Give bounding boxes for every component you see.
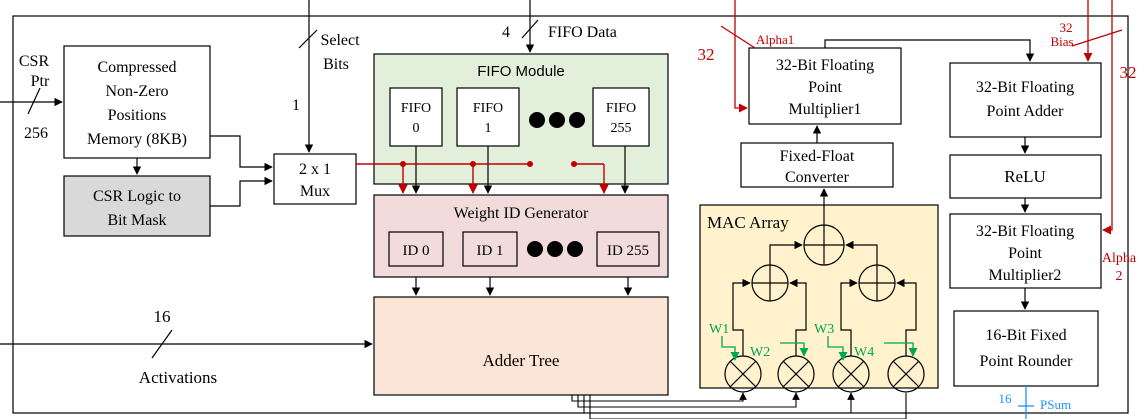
bias-width-label: 32 [1120,63,1137,82]
fixed-float-converter: Fixed-Float Converter [740,142,894,188]
id-ellipsis-dots [527,241,583,257]
alpha1-label: Alpha1 [756,32,794,47]
fp-adder-line1: 32-Bit Floating [976,79,1074,96]
select-bits-label-line1: Select [320,32,360,49]
mux-output-bus [356,161,609,194]
activations-label: Activations [139,368,217,387]
csr-width-label: 256 [24,125,48,142]
weight-w3-label: W3 [814,322,834,337]
fifo-255-label: FIFO [606,101,636,116]
weight-id-generator: Weight ID Generator ID 0 ID 1 ID 255 [373,194,669,278]
outer-border [12,15,1129,414]
top-adder-icon [803,224,845,266]
alpha2-label-line2: 2 [1116,269,1123,284]
memory-to-mux-arrow [210,135,273,172]
fifo-ellipsis-dots [529,112,585,128]
weight-id-generator-title: Weight ID Generator [454,205,589,222]
select-bits-input: Select Bits 1 [292,0,360,153]
csr-logic-line2: Bit Mask [107,212,166,229]
csr-logic-line1: CSR Logic to [93,188,181,205]
fp-multiplier2-line1: 32-Bit Floating [976,223,1074,240]
fixed-float-line1: Fixed-Float [780,148,855,165]
fifo-module-title: FIFO Module [477,63,565,80]
id-0: ID 0 [388,231,444,267]
psum-output: 16 PSum [999,386,1071,419]
fp-multiplier1-line3: Multiplier1 [789,101,862,118]
select-bits-label-line2: Bits [323,56,349,73]
logic-to-mux-arrow [210,176,273,207]
fifo-1-label: FIFO [473,101,503,116]
csr-memory-line2: Non-Zero [105,83,168,100]
fifo-1: FIFO 1 [456,87,520,147]
activations-width-label: 16 [154,307,171,326]
fp-adder: 32-Bit Floating Point Adder [949,62,1102,138]
select-width-label: 1 [292,97,300,114]
fp-multiplier1-line1: 32-Bit Floating [776,57,874,74]
csr-memory-line4: Memory (8KB) [87,131,187,148]
fp-adder-line2: Point Adder [987,103,1065,120]
csr-ptr-label-line1: CSR [19,53,50,70]
psum-label: PSum [1040,397,1071,412]
activations-input: 16 Activations [0,307,373,387]
weight-w2-label: W2 [750,345,770,360]
fifo-0: FIFO 0 [389,87,443,147]
fp-multiplier1-line2: Point [808,79,842,96]
rounder-line2: Point Rounder [980,353,1074,370]
fifo-data-width-label: 4 [502,24,510,41]
id-0-label: ID 0 [402,243,429,259]
fixed-point-rounder: 16-Bit Fixed Point Rounder [953,310,1099,387]
csr-memory-line1: Compressed [97,59,176,76]
csr-ptr-label-line2: Ptr [31,73,50,90]
mux-block: 2 x 1 Mux [273,153,357,205]
mac-array: MAC Array [699,204,939,393]
fifo-data-input: 4 FIFO Data [502,0,617,53]
bias-width-small-label: 32 [1060,20,1073,35]
psum-width-label: 16 [999,391,1013,406]
alpha2-label-line1: Alpha [1102,251,1137,266]
alpha1-input: Alpha1 32 [698,0,794,113]
weight-w4-label: W4 [854,345,874,360]
fifo-0-index: 0 [413,121,420,136]
fp-multiplier2: 32-Bit Floating Point Multiplier2 [949,213,1102,289]
fifo-module: FIFO Module FIFO 0 FIFO 1 FIFO 255 [373,53,669,185]
weight-w1-label: W1 [709,322,729,337]
fifo-255-index: 255 [611,121,632,136]
mux-line1: 2 x 1 [299,161,331,178]
relu-label: ReLU [1004,167,1046,186]
fixed-float-line2: Converter [785,169,850,186]
rounder-line1: 16-Bit Fixed [985,327,1066,344]
id-255-label: ID 255 [607,243,649,259]
csr-memory-block: Compressed Non-Zero Positions Memory (8K… [63,45,211,159]
fifo-0-label: FIFO [401,101,431,116]
left-adder-icon [751,264,789,302]
fifo-255: FIFO 255 [592,87,650,147]
fp-multiplier1: 32-Bit Floating Point Multiplier1 [748,47,902,125]
addertree-to-mac-wires [571,392,907,419]
bias-label: Bias [1050,34,1073,49]
bias-input: 32 Bias 32 [1050,0,1137,82]
multiplier1-to-adder-arrow [824,39,1035,62]
adder-tree-label: Adder Tree [483,351,560,370]
csr-memory-line3: Positions [108,107,167,124]
weight-inputs: W1 W2 W3 W4 [709,322,918,361]
alpha1-width-label: 32 [698,45,715,64]
adder-tree: Adder Tree [373,296,669,396]
fifo-data-label: FIFO Data [548,24,617,41]
alpha2-input: Alpha 2 [1102,36,1137,284]
mac-array-title: MAC Array [707,213,789,232]
fp-multiplier2-line2: Point [1008,245,1042,262]
mux-line2: Mux [300,183,330,200]
csr-ptr-input: CSR Ptr 256 [0,53,63,142]
multiplier-2-icon [777,355,815,393]
id-255: ID 255 [596,231,660,267]
csr-logic-block: CSR Logic to Bit Mask [63,175,211,237]
fp-multiplier2-line3: Multiplier2 [989,267,1062,284]
id-1: ID 1 [462,231,518,267]
relu-block: ReLU [949,154,1102,199]
right-adder-icon [858,264,896,302]
fifo-1-index: 1 [485,121,492,136]
id-1-label: ID 1 [476,243,503,259]
